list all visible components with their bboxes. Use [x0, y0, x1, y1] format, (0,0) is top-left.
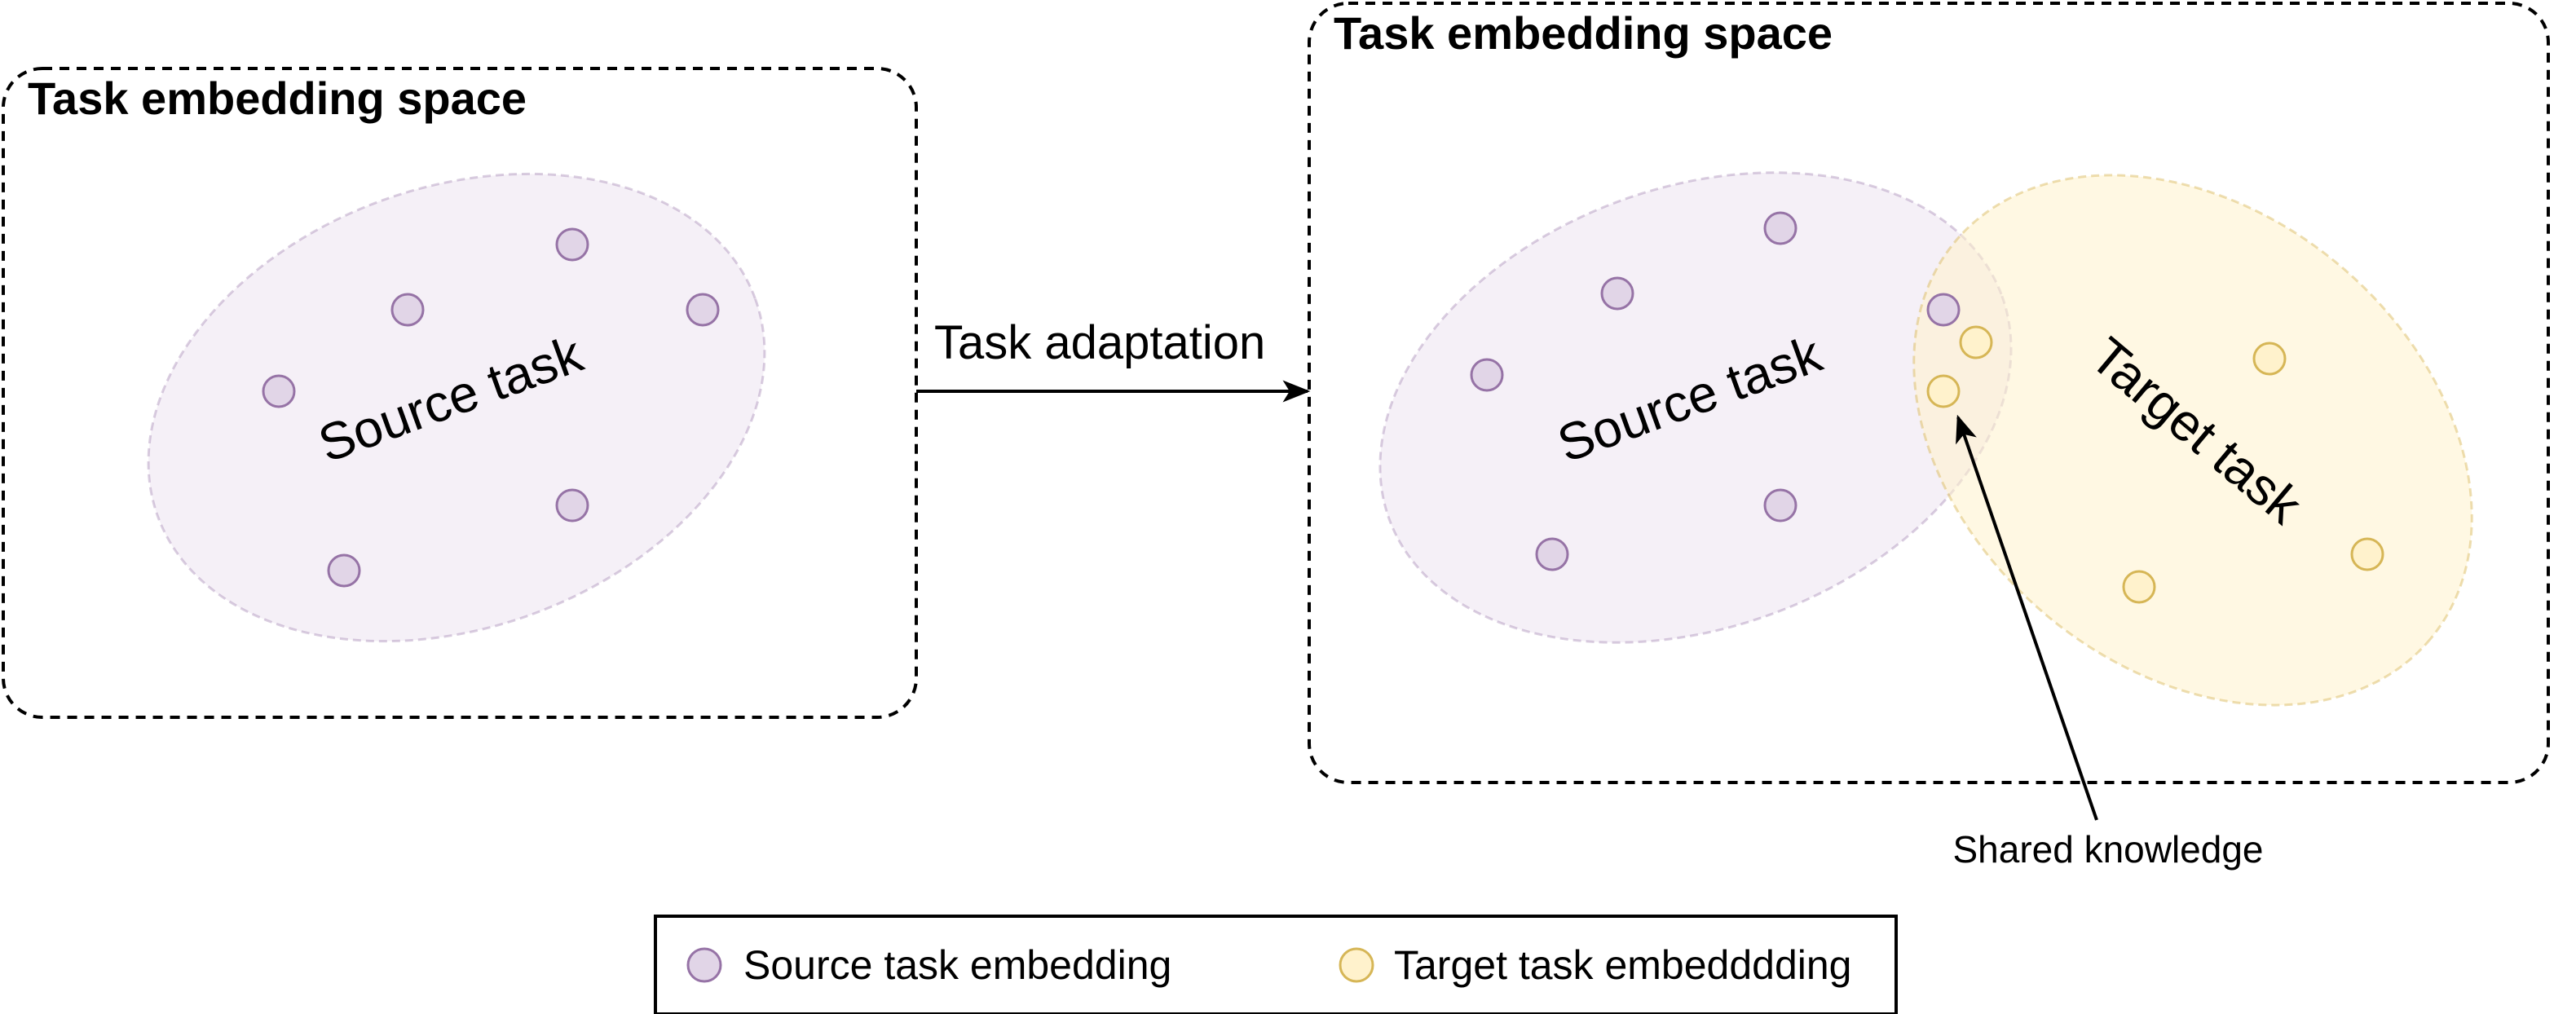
left-source-points: [262, 227, 720, 588]
source-embedding-point: [1763, 211, 1797, 245]
target-embedding-point: [2122, 570, 2156, 604]
shared-knowledge-arrow: [1956, 414, 2098, 821]
legend-box: [654, 915, 1898, 1014]
source-embedding-point: [327, 553, 361, 588]
source-embedding-point: [390, 293, 425, 327]
left-source-task-region: [147, 172, 766, 643]
legend-target-label: Target task embedddding: [1394, 942, 1851, 988]
target-embedding-point: [1926, 374, 1961, 408]
source-embedding-point: [1926, 293, 1961, 327]
target-embedding-point: [2252, 342, 2287, 376]
right-source-points: [1470, 211, 1961, 571]
source-embedding-point: [1470, 358, 1504, 392]
shared-knowledge-label: Shared knowledge: [1952, 828, 2263, 871]
shared-knowledge-annotation: Shared knowledge: [1952, 414, 2264, 871]
target-embedding-point: [1959, 325, 1993, 359]
legend-source-label: Source task embedding: [743, 942, 1171, 988]
source-embedding-point: [686, 293, 720, 327]
task-adaptation-arrow: Task adaptation: [916, 316, 1311, 403]
right-embedding-panel: Task embedding space Source task Target …: [1308, 2, 2550, 784]
right-panel-title: Task embedding space: [1334, 7, 1833, 59]
target-embedding-point: [2350, 537, 2384, 571]
source-embedding-point: [1600, 276, 1634, 311]
legend-source-swatch: [686, 947, 722, 983]
right-target-points: [1926, 325, 2384, 604]
left-embedding-panel: Task embedding space Source task: [2, 67, 918, 719]
source-embedding-point: [1763, 488, 1797, 522]
legend: Source task embedding Target task embedd…: [654, 915, 1898, 1014]
task-adaptation-label: Task adaptation: [934, 316, 1265, 369]
legend-target-swatch: [1339, 947, 1374, 983]
left-panel-title: Task embedding space: [28, 73, 527, 124]
source-embedding-point: [555, 488, 589, 522]
right-target-task-region: [1912, 174, 2473, 707]
source-embedding-point: [1535, 537, 1569, 571]
source-embedding-point: [262, 374, 296, 408]
source-embedding-point: [555, 227, 589, 262]
